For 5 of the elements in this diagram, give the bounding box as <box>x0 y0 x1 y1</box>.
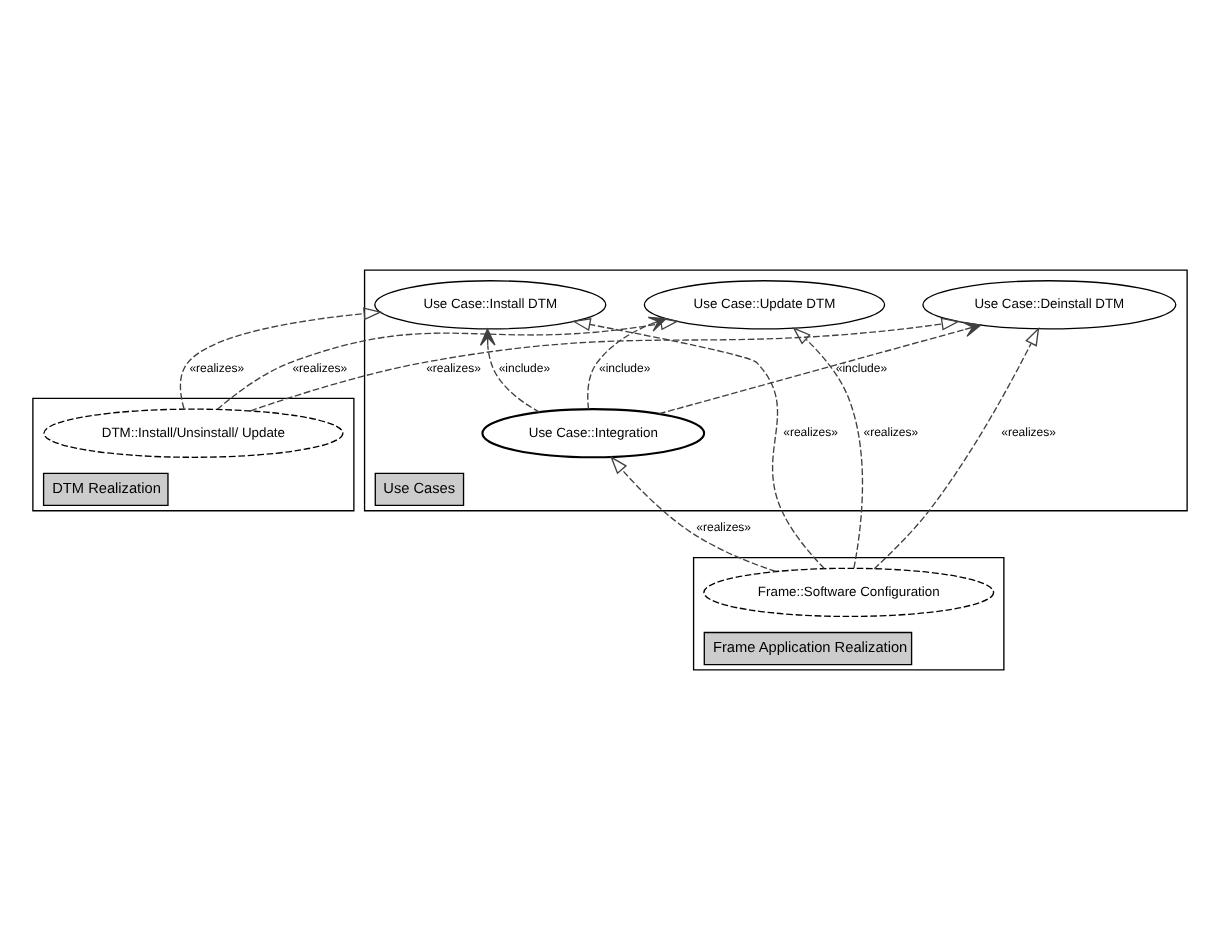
arrow <box>658 321 982 415</box>
arrow <box>179 307 383 410</box>
arrow <box>792 327 864 569</box>
arrow <box>610 455 777 573</box>
arrow <box>873 327 1040 570</box>
